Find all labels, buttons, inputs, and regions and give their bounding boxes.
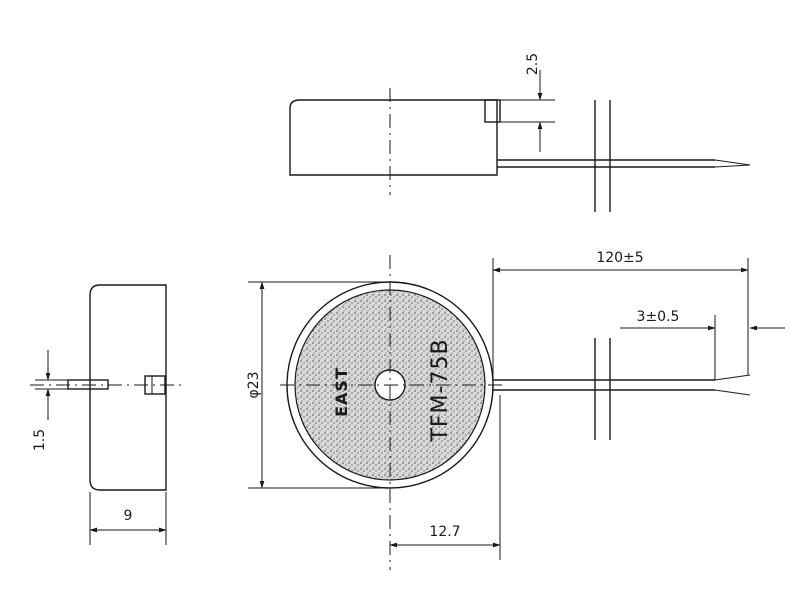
dim-offset: 12.7	[429, 524, 460, 540]
top-view: 2.5	[289, 53, 751, 212]
dim-side-width: 9	[124, 508, 133, 524]
dim-top-height: 2.5	[525, 53, 541, 75]
dim-diameter: φ23	[246, 371, 262, 398]
brand-logo: EAST	[332, 367, 351, 417]
dim-lead-strip: 3±0.5	[637, 309, 680, 325]
side-view: 1.5 9	[30, 284, 185, 545]
dim-lead-length: 120±5	[596, 250, 643, 266]
model-label: TFM-75B	[428, 338, 453, 442]
dim-side-pin: 1.5	[32, 429, 48, 451]
front-view: EAST TFM-75B φ23 120±5 3±0.5 12.7	[246, 250, 785, 570]
